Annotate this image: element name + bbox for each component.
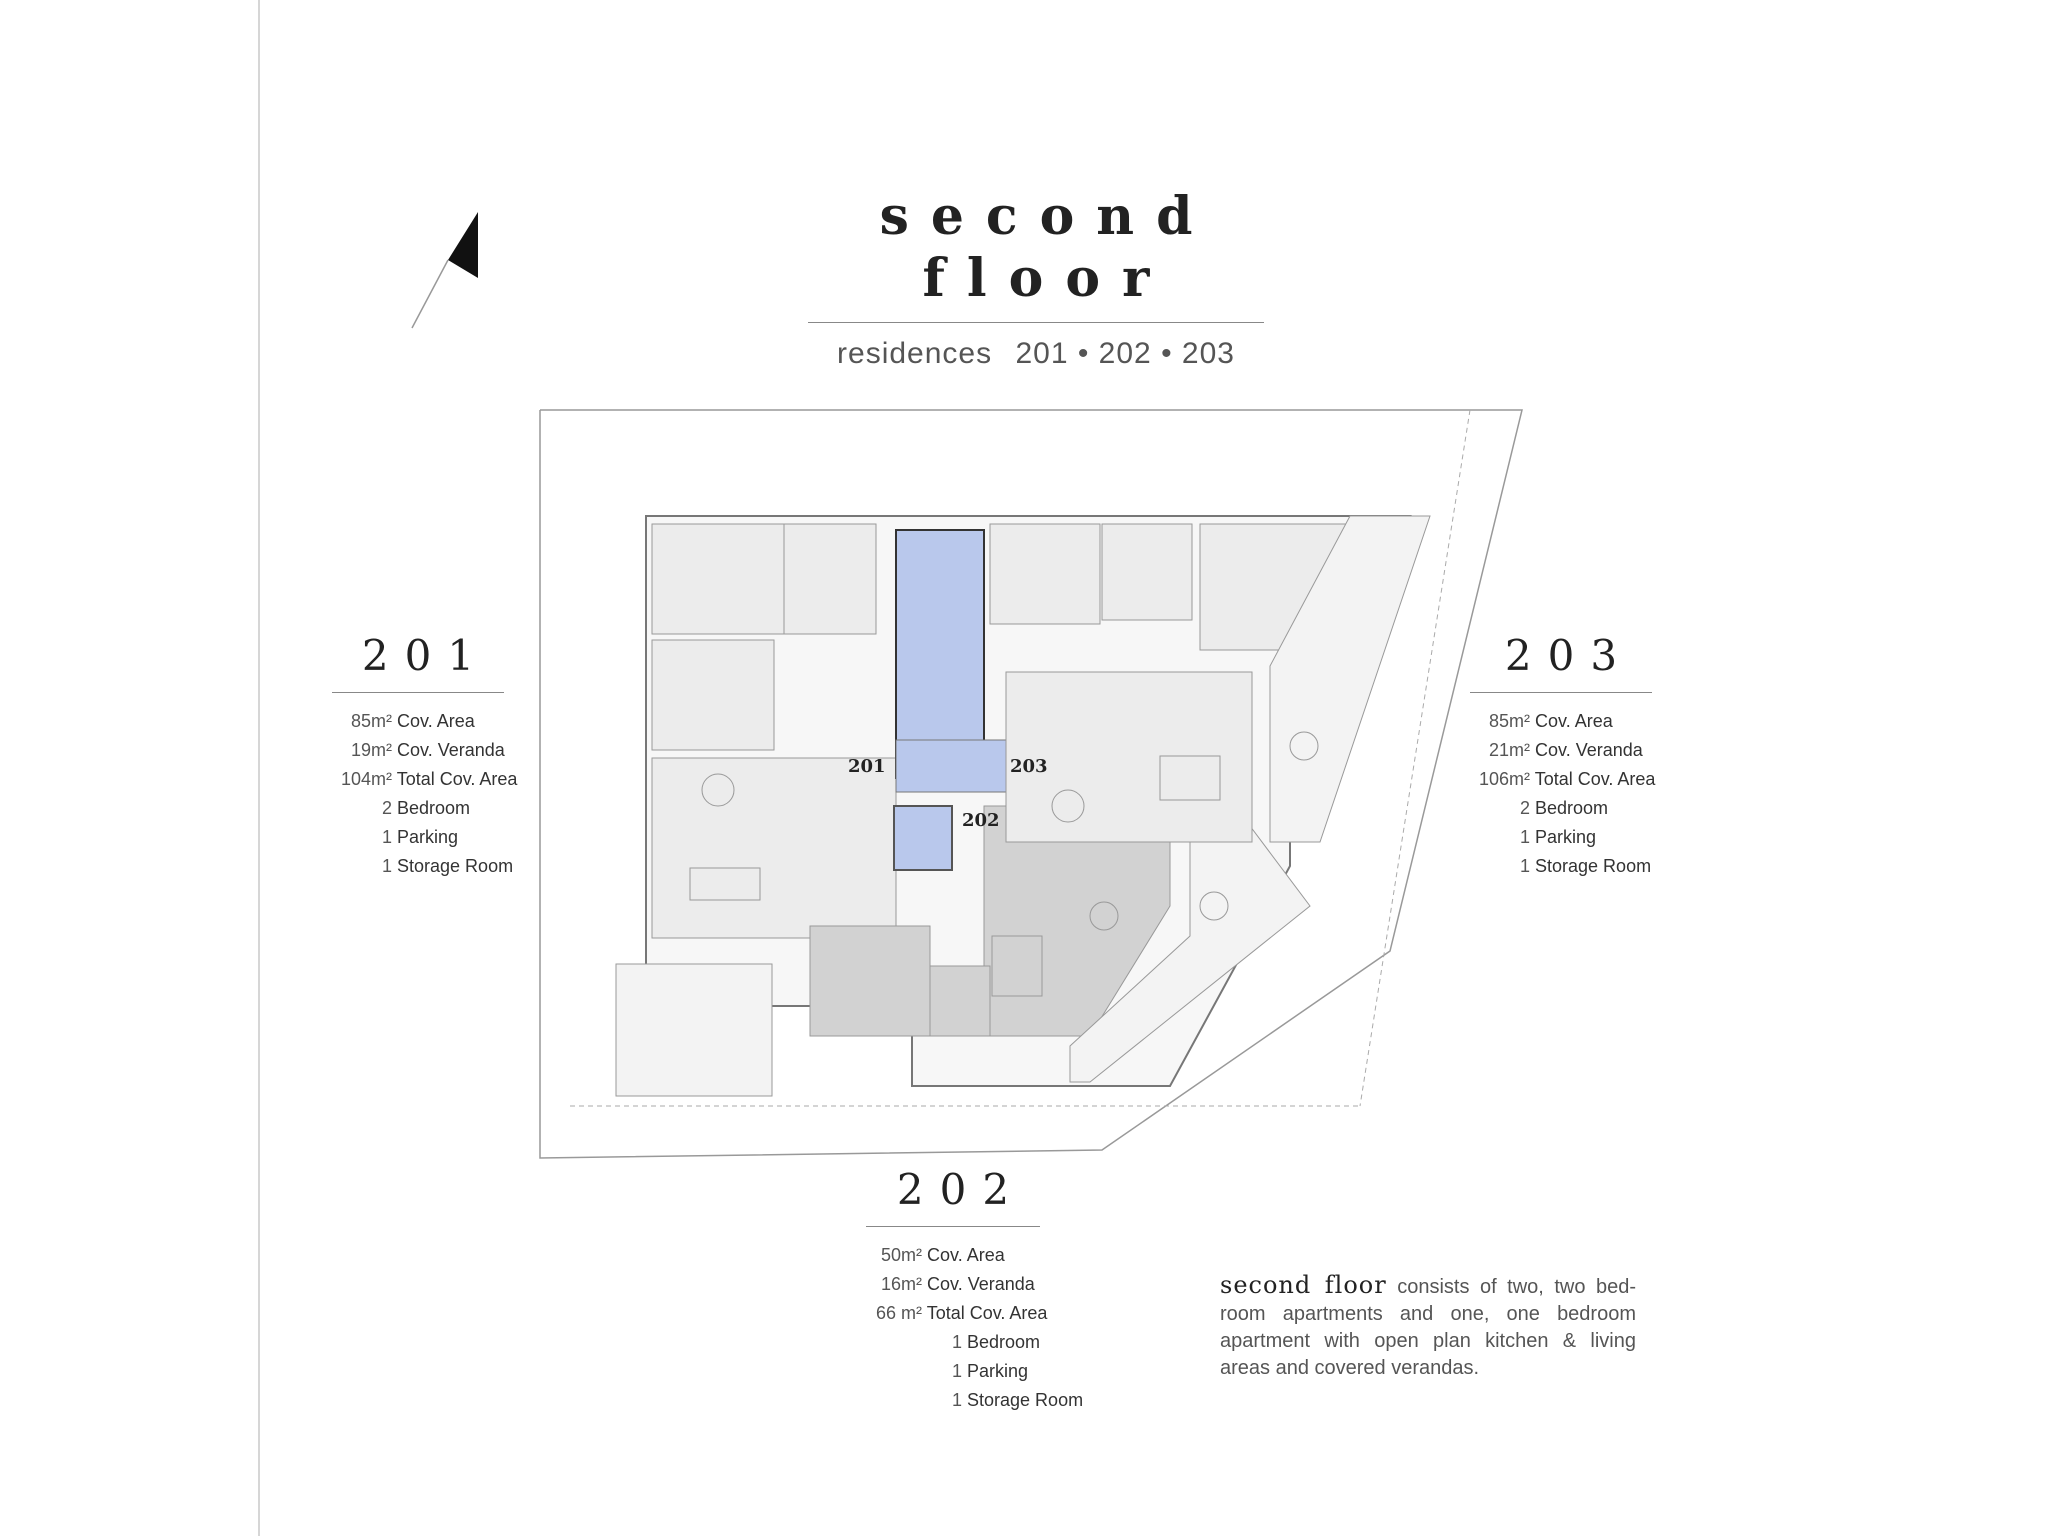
stat-storage: 1 Storage Room — [381, 856, 514, 876]
stat-cov-area: 50m² Cov. Area — [880, 1245, 1005, 1265]
unit-divider — [332, 692, 504, 693]
unit-stats: 85m² Cov. Area 21m² Cov. Veranda 106m² T… — [1470, 707, 1656, 881]
stair-core — [895, 529, 985, 779]
stat-parking: 1 Parking — [1519, 827, 1597, 847]
dining-table-203 — [1051, 789, 1085, 823]
unit-title: 202 — [896, 1165, 1026, 1214]
stat-total-area: 106m² Total Cov. Area — [1478, 769, 1656, 789]
page-subtitle: residences 201 • 202 • 203 — [808, 337, 1264, 371]
dining-table-veranda-202 — [1199, 891, 1229, 921]
stat-cov-veranda: 19m² Cov. Veranda — [350, 740, 505, 760]
page-margin-line — [258, 0, 260, 1536]
stat-bedroom: 1 Bedroom — [951, 1332, 1041, 1352]
floor-description: second floor consists of two, two bed-ro… — [1220, 1272, 1636, 1382]
dining-table-202 — [1089, 901, 1119, 931]
sofa-203 — [1159, 755, 1221, 801]
north-arrow-icon — [408, 208, 492, 332]
room-201-bath — [783, 523, 877, 635]
page-header: second floor residences 201 • 202 • 203 — [808, 186, 1264, 371]
lobby — [895, 739, 1021, 793]
room-202-bath — [929, 965, 991, 1037]
stat-bedroom: 2 Bedroom — [1519, 798, 1609, 818]
stat-bedroom: 2 Bedroom — [381, 798, 471, 818]
floor-plan-drawing: 201 202 203 — [539, 409, 1523, 1159]
room-203-living — [1005, 671, 1253, 843]
plan-tag-203: 203 — [1010, 756, 1048, 777]
unit-title: 203 — [1504, 631, 1634, 680]
stat-total-area: 66 m² Total Cov. Area — [875, 1303, 1048, 1323]
stat-storage: 1 Storage Room — [1519, 856, 1652, 876]
page-title: second floor — [879, 186, 1215, 309]
lift — [893, 805, 953, 871]
stat-cov-area: 85m² Cov. Area — [1488, 711, 1613, 731]
sofa-202 — [991, 935, 1043, 997]
stat-parking: 1 Parking — [381, 827, 459, 847]
room-201-veranda — [615, 963, 773, 1097]
room-201-living — [651, 757, 897, 939]
dining-table-veranda-203 — [1289, 731, 1319, 761]
room-203-bedroom-1 — [989, 523, 1101, 625]
unit-202-summary: 202 50m² Cov. Area 16m² Cov. Veranda 66 … — [866, 1164, 1084, 1415]
room-201-bedroom-1 — [651, 523, 785, 635]
sofa-201 — [689, 867, 761, 901]
unit-divider — [1470, 692, 1652, 693]
room-203-bath — [1101, 523, 1193, 621]
title-divider — [808, 322, 1264, 323]
unit-stats: 50m² Cov. Area 16m² Cov. Veranda 66 m² T… — [866, 1241, 1084, 1415]
room-202-bedroom — [809, 925, 931, 1037]
plan-tag-201: 201 — [848, 756, 886, 777]
stat-cov-area: 85m² Cov. Area — [350, 711, 475, 731]
unit-divider — [866, 1226, 1040, 1227]
unit-203-summary: 203 85m² Cov. Area 21m² Cov. Veranda 106… — [1470, 630, 1656, 881]
room-201-bedroom-2 — [651, 639, 775, 751]
stat-cov-veranda: 21m² Cov. Veranda — [1488, 740, 1643, 760]
stat-total-area: 104m² Total Cov. Area — [340, 769, 518, 789]
dining-table-201 — [701, 773, 735, 807]
plan-tag-202: 202 — [962, 810, 1000, 831]
unit-201-summary: 201 85m² Cov. Area 19m² Cov. Veranda 104… — [332, 630, 518, 881]
unit-stats: 85m² Cov. Area 19m² Cov. Veranda 104m² T… — [332, 707, 518, 881]
stat-parking: 1 Parking — [951, 1361, 1029, 1381]
subtitle-units: 201 • 202 • 203 — [1015, 337, 1235, 370]
site-dashed-line — [1359, 409, 1471, 1107]
room-202-veranda — [1069, 825, 1311, 1083]
description-lead: second floor — [1220, 1271, 1387, 1299]
floor-plan: 201 202 203 — [530, 406, 1530, 1166]
subtitle-label: residences — [837, 337, 993, 370]
unit-title: 201 — [361, 631, 491, 680]
stat-cov-veranda: 16m² Cov. Veranda — [880, 1274, 1035, 1294]
site-boundary — [539, 409, 1523, 1159]
room-203-veranda — [1269, 515, 1431, 843]
description-body: consists of two, two bed-room apartments… — [1220, 1276, 1636, 1379]
stat-storage: 1 Storage Room — [951, 1390, 1084, 1410]
